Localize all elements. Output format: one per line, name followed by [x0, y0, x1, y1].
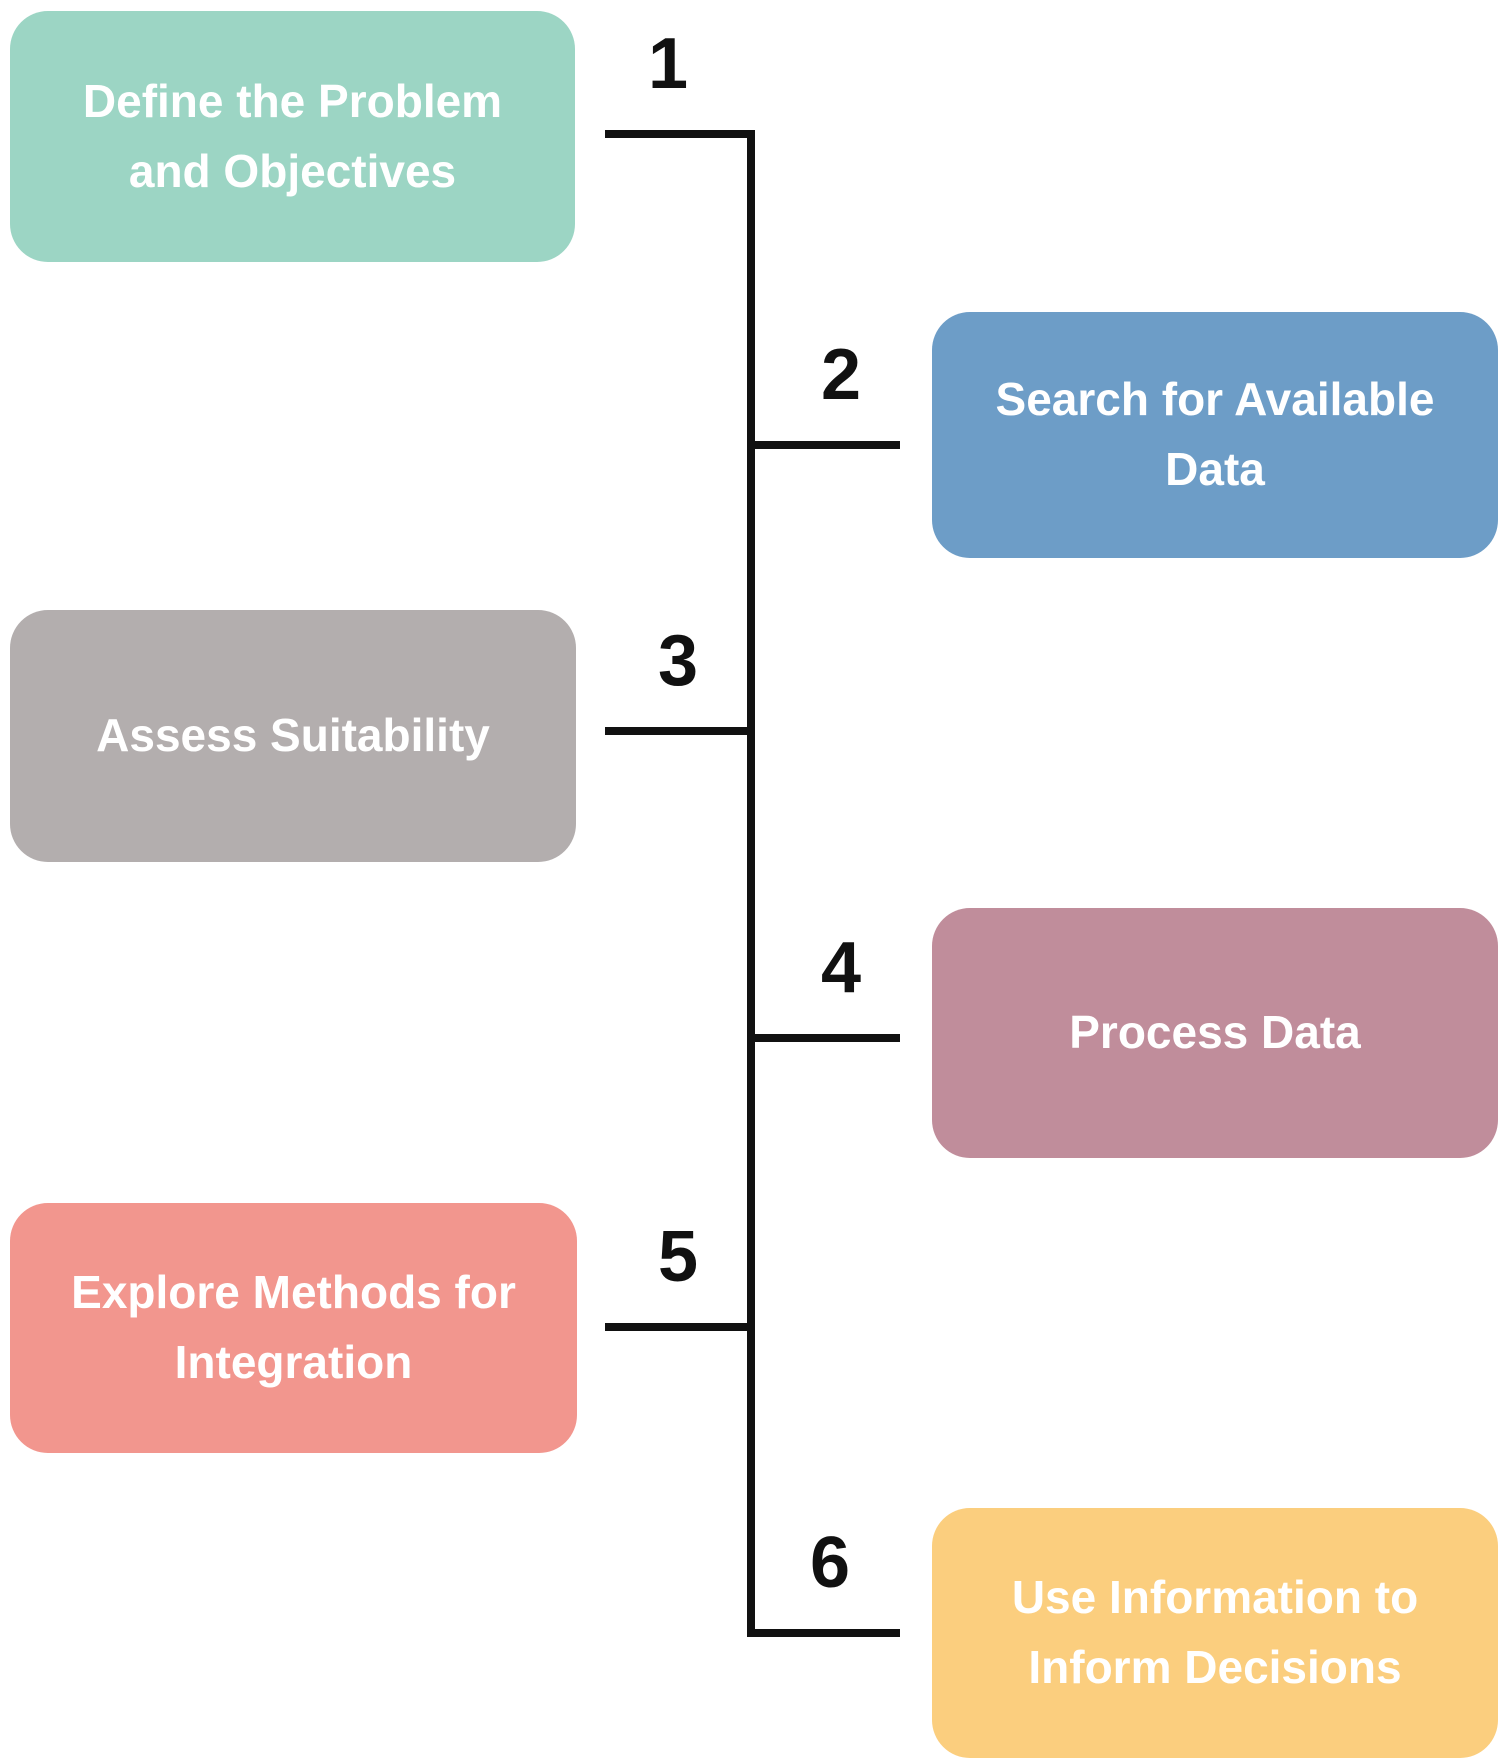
step-number-6: 6: [809, 1523, 851, 1603]
step-label-use-information-to-inform-decisions: Use Information to Inform Decisions: [1011, 1571, 1419, 1693]
step-label-explore-methods-for-integration: Explore Methods for Integration: [71, 1266, 516, 1388]
step-box-explore-methods-for-integration: Explore Methods for Integration: [10, 1203, 577, 1453]
step-number-3: 3: [657, 621, 699, 701]
step-box-use-information-to-inform-decisions: Use Information to Inform Decisions: [932, 1508, 1498, 1758]
connector-step-5: [605, 1323, 755, 1331]
step-label-process-data: Process Data: [1069, 1006, 1361, 1059]
connector-step-2: [747, 441, 900, 449]
step-number-4: 4: [820, 928, 862, 1008]
step-label-define-problem-and-objectives: Define the Problem and Objectives: [82, 74, 503, 197]
step-label-search-for-available-data: Search for Available Data: [995, 373, 1435, 495]
step-number-2: 2: [820, 335, 862, 415]
step-label-assess-suitability: Assess Suitability: [96, 709, 490, 762]
timeline-spine: [747, 130, 755, 1637]
step-number-1: 1: [647, 24, 689, 104]
step-number-5: 5: [657, 1217, 699, 1297]
connector-step-6: [747, 1629, 900, 1637]
step-box-search-for-available-data: Search for Available Data: [932, 312, 1498, 558]
step-box-process-data: Process Data: [932, 908, 1498, 1158]
step-box-define-problem-and-objectives: Define the Problem and Objectives: [10, 11, 575, 262]
connector-step-3: [605, 727, 755, 735]
connector-step-1: [605, 130, 755, 138]
connector-step-4: [747, 1034, 900, 1042]
step-box-assess-suitability: Assess Suitability: [10, 610, 576, 862]
